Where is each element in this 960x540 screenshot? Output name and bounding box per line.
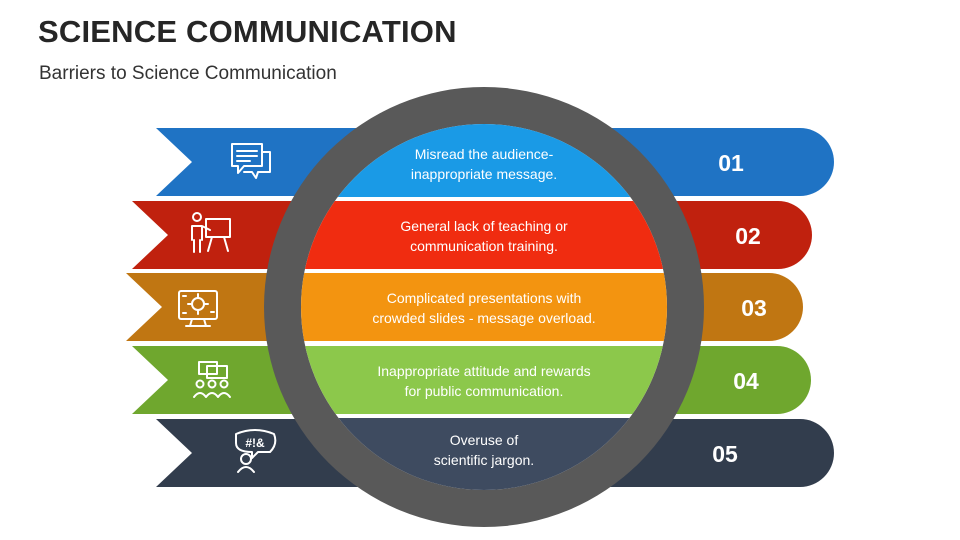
page-title: SCIENCE COMMUNICATION	[38, 14, 457, 49]
chat-bubbles-icon	[231, 143, 271, 179]
teacher-board-icon	[191, 212, 231, 253]
barrier-text-04: Inappropriate attitude and rewards for p…	[334, 361, 634, 401]
barrier-02-line1: General lack of teaching or	[400, 218, 568, 234]
barrier-04-line1: Inappropriate attitude and rewards	[377, 363, 591, 379]
band-04	[301, 346, 667, 414]
monitor-gear-icon	[178, 290, 218, 327]
barrier-01-line2: inappropriate message.	[410, 166, 558, 182]
barrier-05-line1: Overuse of	[449, 432, 519, 448]
audience-chat-icon	[193, 361, 231, 398]
barrier-04-line2: for public communication.	[404, 383, 564, 399]
barrier-text-05: Overuse of scientific jargon.	[334, 430, 634, 470]
svg-text:#!&: #!&	[245, 436, 265, 450]
barrier-03-line2: crowded slides - message overload.	[372, 310, 596, 326]
number-04: 04	[733, 368, 759, 394]
band-03	[301, 273, 667, 341]
band-02	[301, 201, 667, 269]
number-01: 01	[718, 150, 744, 176]
center-bands	[301, 124, 667, 490]
barrier-05-line2: scientific jargon.	[433, 452, 535, 468]
barrier-text-02: General lack of teaching or communicatio…	[334, 216, 634, 256]
number-02: 02	[735, 223, 761, 249]
barrier-01-line1: Misread the audience-	[414, 146, 554, 162]
page-subtitle: Barriers to Science Communication	[39, 63, 337, 84]
barrier-02-line2: communication training.	[410, 238, 558, 254]
barrier-text-01: Misread the audience- inappropriate mess…	[334, 144, 634, 184]
number-03: 03	[741, 295, 767, 321]
barrier-text-03: Complicated presentations with crowded s…	[334, 288, 634, 328]
frustrated-speech-icon: #!&	[235, 429, 277, 473]
number-05: 05	[712, 441, 738, 467]
barrier-03-line1: Complicated presentations with	[386, 290, 582, 306]
